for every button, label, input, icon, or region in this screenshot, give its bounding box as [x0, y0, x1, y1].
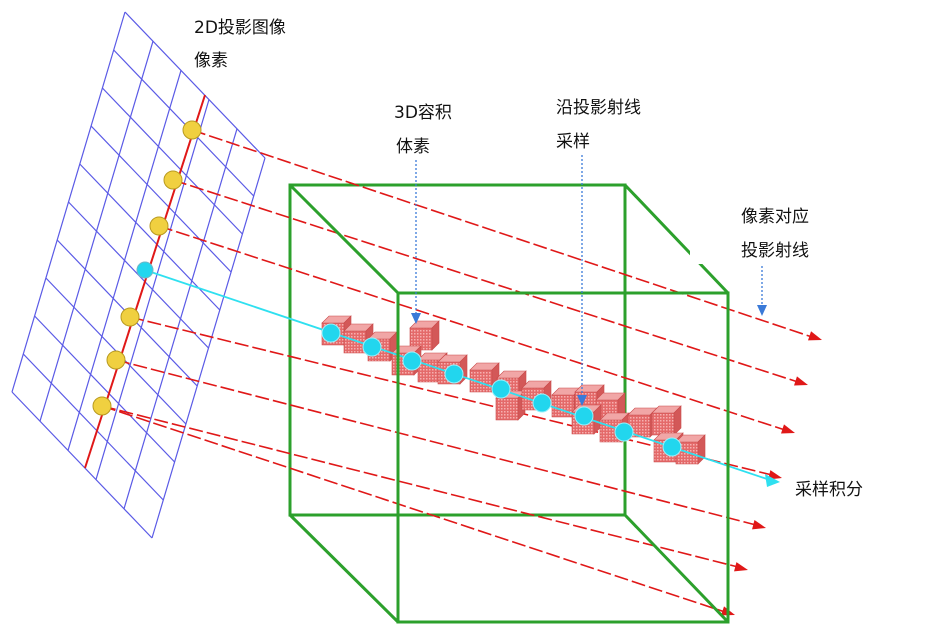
ray-arrowhead — [794, 376, 808, 386]
pixel-points — [92, 120, 202, 416]
label-sample-line1: 沿投影射线 — [556, 98, 641, 118]
voxel-face — [343, 330, 367, 354]
sample-point — [662, 437, 682, 457]
label-pixel-line1: 2D投影图像 — [194, 18, 286, 38]
sample-point — [362, 337, 382, 357]
label-pixel-line2: 像素 — [194, 51, 228, 71]
projection-ray — [191, 129, 813, 338]
sample-point — [614, 422, 634, 442]
sample-point — [402, 351, 422, 371]
voxel-face — [651, 412, 675, 436]
label-ray-line1: 像素对应 — [741, 207, 809, 227]
grid-line — [34, 315, 176, 463]
voxel-face — [495, 397, 519, 421]
grid-line — [113, 49, 255, 197]
sample-point — [321, 323, 341, 343]
projection-ray — [172, 179, 799, 383]
volume-voxels — [321, 315, 706, 465]
projection-ray — [101, 405, 726, 613]
sample-point — [444, 364, 464, 384]
active-pixel-point — [136, 261, 154, 279]
label-voxel: 3D容积 体素 — [356, 95, 466, 160]
volume-cube-front — [288, 183, 730, 624]
grid-line — [101, 87, 243, 235]
label-voxel-line1: 3D容积 — [394, 103, 452, 123]
grid-line — [22, 353, 164, 501]
ray-arrowhead — [808, 331, 822, 341]
projection-ray — [158, 225, 786, 431]
voxel-side — [431, 320, 440, 351]
grid-line — [79, 163, 221, 311]
grid-line — [90, 125, 232, 273]
pixel-point — [163, 170, 183, 190]
label-ray: 像素对应 投影射线 — [690, 200, 840, 264]
label-sample-line2: 采样 — [556, 132, 590, 152]
label-integral: 采样积分 — [790, 470, 940, 528]
sample-point — [491, 379, 511, 399]
sample-points — [321, 323, 682, 457]
pixel-point — [149, 216, 169, 236]
label-integral-text: 采样积分 — [795, 480, 863, 500]
pointer-arrows — [411, 155, 767, 406]
voxel — [343, 323, 374, 354]
grid-line — [124, 11, 266, 159]
pixel-point — [182, 120, 202, 140]
pixel-point — [120, 307, 140, 327]
ray-arrowhead — [768, 470, 782, 480]
voxel — [409, 320, 440, 351]
voxel-side — [673, 405, 682, 436]
sample-point — [574, 406, 594, 426]
label-sample: 沿投影射线 采样 — [524, 92, 716, 154]
ray-arrowhead — [734, 562, 748, 572]
pixel-point — [106, 350, 126, 370]
pixel-point — [92, 396, 112, 416]
projection-rays — [101, 129, 822, 616]
ray-arrowhead — [752, 520, 766, 530]
projection-ray — [115, 359, 757, 526]
ray-arrowhead — [781, 424, 795, 434]
sample-point — [532, 393, 552, 413]
label-ray-line2: 投影射线 — [741, 241, 809, 261]
projection-ray — [101, 405, 739, 568]
voxel — [651, 405, 682, 436]
label-voxel-line2: 体素 — [396, 137, 430, 157]
label-pixel: 2D投影图像 像素 — [192, 10, 307, 72]
grid-line — [11, 391, 153, 539]
